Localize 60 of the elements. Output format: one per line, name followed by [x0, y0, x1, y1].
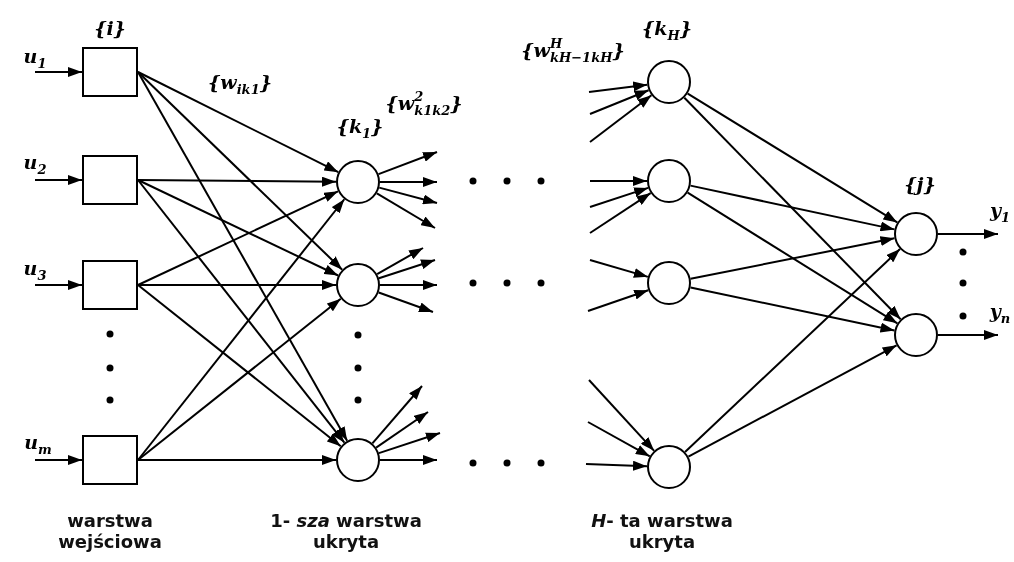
- arrow: [379, 280, 438, 290]
- arrow: [34, 175, 83, 185]
- signal-label: y$_{n}$: [989, 301, 1011, 325]
- arrow: [137, 176, 337, 187]
- signal-label: u$_{3}$: [23, 258, 47, 282]
- set-label: {k$_{H}$}: [642, 18, 692, 42]
- weight-label: {w$^{H}$$_{kH−1kH}$}: [521, 36, 625, 64]
- set-label: {i}: [94, 18, 126, 38]
- layer-caption: H- ta warstwa ukryta: [590, 511, 734, 553]
- arrow: [589, 259, 649, 278]
- arrow: [375, 192, 436, 229]
- arrow: [137, 280, 337, 290]
- arrow: [589, 186, 650, 208]
- signal-label: u$_{m}$: [24, 432, 52, 456]
- arrow: [34, 280, 83, 290]
- arrow: [937, 229, 999, 239]
- set-label: {k$_{1}$}: [336, 116, 384, 140]
- arrow: [588, 81, 649, 93]
- layer-caption: warstwa wejściowa: [57, 511, 163, 553]
- arrow: [377, 259, 436, 280]
- arrow: [379, 177, 438, 187]
- arrow: [137, 71, 344, 271]
- arrow: [589, 89, 650, 115]
- arrow: [686, 92, 899, 224]
- weight-label: {w$_{ik1}$}: [208, 72, 272, 96]
- arrow: [683, 96, 902, 321]
- set-label: {j}: [904, 174, 936, 194]
- signal-label: y$_{1}$: [989, 200, 1011, 224]
- arrow: [377, 432, 441, 455]
- arrow: [689, 184, 896, 232]
- arrow: [689, 236, 896, 280]
- arrow: [589, 192, 652, 234]
- arrow: [377, 291, 434, 313]
- arrow: [589, 176, 648, 186]
- arrow: [137, 190, 340, 286]
- layer-caption: 1- sza warstwa ukryta: [269, 511, 423, 553]
- arrow: [937, 330, 999, 340]
- arrow: [378, 186, 438, 205]
- weight-label: {w$^{2}$$_{k1k2}$}: [385, 89, 463, 117]
- arrow: [137, 71, 340, 174]
- signal-label: u$_{1}$: [23, 46, 47, 70]
- arrow: [376, 247, 424, 276]
- arrow: [684, 248, 901, 453]
- arrow: [587, 421, 651, 458]
- arrow: [137, 179, 340, 277]
- signal-label: u$_{2}$: [23, 152, 47, 176]
- arrow: [375, 411, 429, 449]
- arrow: [371, 385, 423, 445]
- arrow: [379, 455, 438, 465]
- arrow: [34, 67, 83, 77]
- arrow: [137, 455, 337, 465]
- arrow: [589, 94, 653, 143]
- arrow: [585, 460, 648, 471]
- arrow: [34, 455, 83, 465]
- arrow: [587, 289, 650, 312]
- arrow: [377, 151, 438, 176]
- arrow: [686, 191, 899, 325]
- arrow: [687, 344, 898, 458]
- arrow: [588, 379, 656, 452]
- arrow: [689, 286, 896, 333]
